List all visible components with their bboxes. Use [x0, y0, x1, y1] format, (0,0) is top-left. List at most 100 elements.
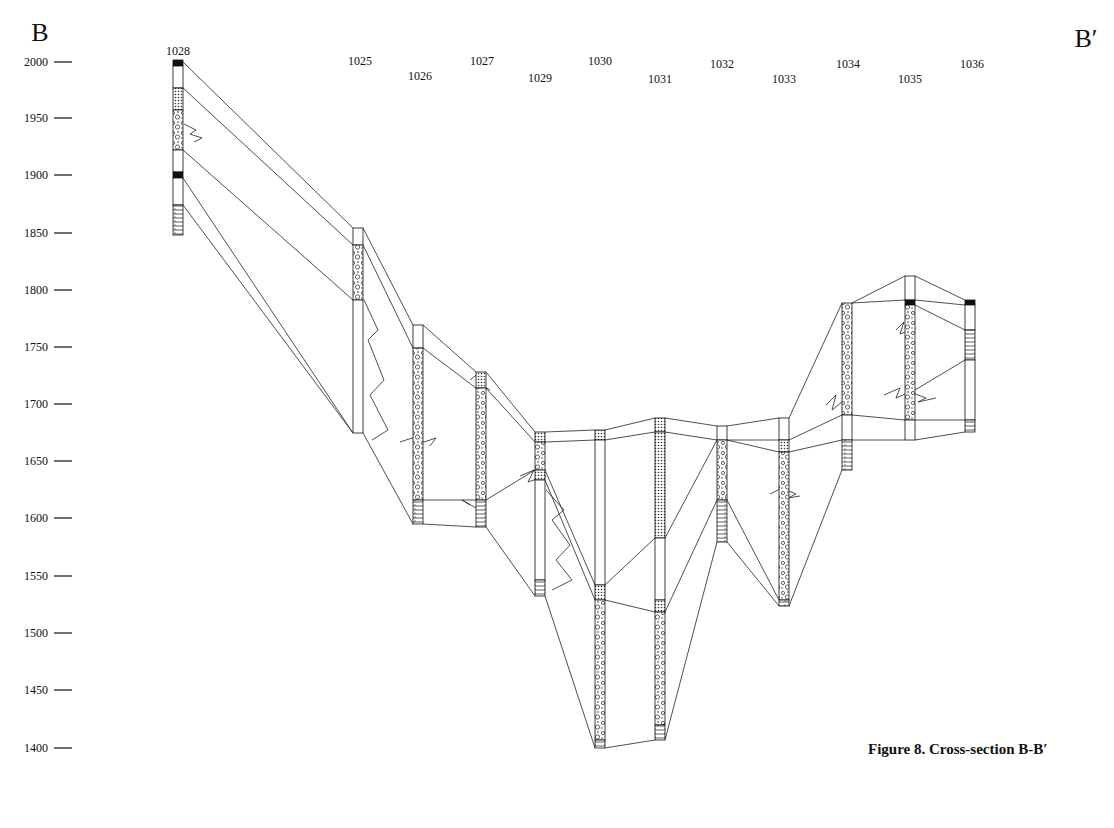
lithology-unit	[905, 276, 915, 300]
correlation-line	[423, 524, 476, 527]
lithology-unit	[535, 442, 545, 470]
lithology-unit	[905, 300, 915, 305]
lithology-unit	[842, 440, 852, 470]
well-log	[353, 228, 363, 433]
correlation-line	[665, 418, 717, 426]
lithology-unit	[595, 585, 605, 600]
lithology-unit	[413, 348, 423, 500]
well-log	[717, 426, 727, 542]
correlation-line	[545, 596, 595, 748]
well-log	[965, 300, 975, 432]
lithology-unit	[173, 172, 183, 178]
well-number: 1032	[710, 58, 734, 70]
correlation-line	[545, 430, 595, 432]
interfingering-symbols	[184, 124, 936, 590]
correlation-line	[423, 348, 476, 388]
correlation-line	[605, 740, 655, 748]
correlation-line	[915, 300, 965, 305]
correlation-line	[183, 88, 353, 245]
lithology-unit	[965, 300, 975, 305]
correlation-line	[665, 440, 717, 538]
lithology-unit	[173, 88, 183, 110]
correlation-line	[665, 432, 717, 440]
lithology-unit	[413, 325, 423, 348]
interfingering-symbol	[184, 124, 202, 142]
correlation-line	[852, 276, 905, 303]
axis-tick	[54, 632, 72, 633]
correlation-line	[183, 205, 353, 433]
lithology-unit	[353, 300, 363, 433]
section-end-label: B	[31, 20, 48, 46]
lithology-unit	[965, 330, 975, 360]
correlation-line	[486, 388, 535, 442]
lithology-unit	[535, 432, 545, 442]
correlation-line	[605, 600, 655, 612]
correlation-line	[727, 440, 779, 452]
interfingering-symbol	[364, 300, 388, 440]
correlation-line	[486, 470, 535, 500]
lithology-unit	[595, 600, 605, 740]
correlation-line	[486, 372, 535, 432]
elevation-label: 2000	[24, 56, 48, 68]
correlation-line	[789, 303, 842, 418]
correlation-line	[789, 415, 842, 440]
figure-caption: Figure 8. Cross-section B-B′	[868, 742, 1048, 757]
lithology-unit	[717, 500, 727, 542]
axis-tick	[54, 689, 72, 690]
axis-tick	[54, 289, 72, 290]
correlation-line	[915, 276, 965, 300]
correlation-line	[183, 178, 353, 433]
elevation-label: 1400	[24, 742, 48, 754]
lithology-unit	[655, 538, 665, 600]
well-columns	[173, 60, 975, 748]
lithology-unit	[779, 440, 789, 452]
correlation-line	[363, 433, 413, 524]
lithology-unit	[535, 580, 545, 596]
lithology-unit	[905, 420, 915, 440]
elevation-label: 1450	[24, 684, 48, 696]
axis-tick	[54, 403, 72, 404]
well-log	[779, 418, 789, 606]
elevation-label: 1850	[24, 227, 48, 239]
correlation-line	[665, 542, 717, 740]
lithology-unit	[842, 415, 852, 440]
correlation-line	[727, 418, 779, 426]
correlation-lines	[183, 62, 965, 748]
lithology-unit	[655, 418, 665, 432]
correlation-line	[915, 360, 965, 390]
correlation-line	[665, 500, 717, 612]
lithology-unit	[173, 178, 183, 205]
correlation-line	[915, 420, 965, 421]
correlation-line	[852, 300, 905, 303]
lithology-unit	[779, 418, 789, 440]
correlation-line	[852, 415, 905, 420]
well-log	[535, 432, 545, 596]
lithology-unit	[173, 66, 183, 88]
well-number: 1036	[960, 58, 984, 70]
axis-tick	[54, 575, 72, 576]
elevation-label: 1500	[24, 627, 48, 639]
elevation-label: 1800	[24, 284, 48, 296]
well-log	[842, 303, 852, 470]
well-number: 1029	[528, 72, 552, 84]
elevation-label: 1750	[24, 341, 48, 353]
lithology-unit	[655, 612, 665, 725]
axis-tick	[54, 174, 72, 175]
lithology-unit	[965, 305, 975, 330]
correlation-line	[183, 62, 353, 228]
lithology-unit	[476, 500, 486, 527]
correlation-line	[915, 305, 965, 330]
correlation-line	[363, 245, 413, 348]
lithology-unit	[965, 360, 975, 420]
interfingering-symbol	[546, 490, 572, 590]
lithology-unit	[595, 740, 605, 748]
well-number: 1033	[772, 73, 796, 85]
correlation-line	[183, 150, 353, 300]
axis-tick	[54, 346, 72, 347]
elevation-label: 1600	[24, 512, 48, 524]
axis-tick	[54, 117, 72, 118]
correlation-line	[363, 228, 413, 325]
well-number: 1026	[408, 70, 432, 82]
lithology-unit	[717, 440, 727, 500]
